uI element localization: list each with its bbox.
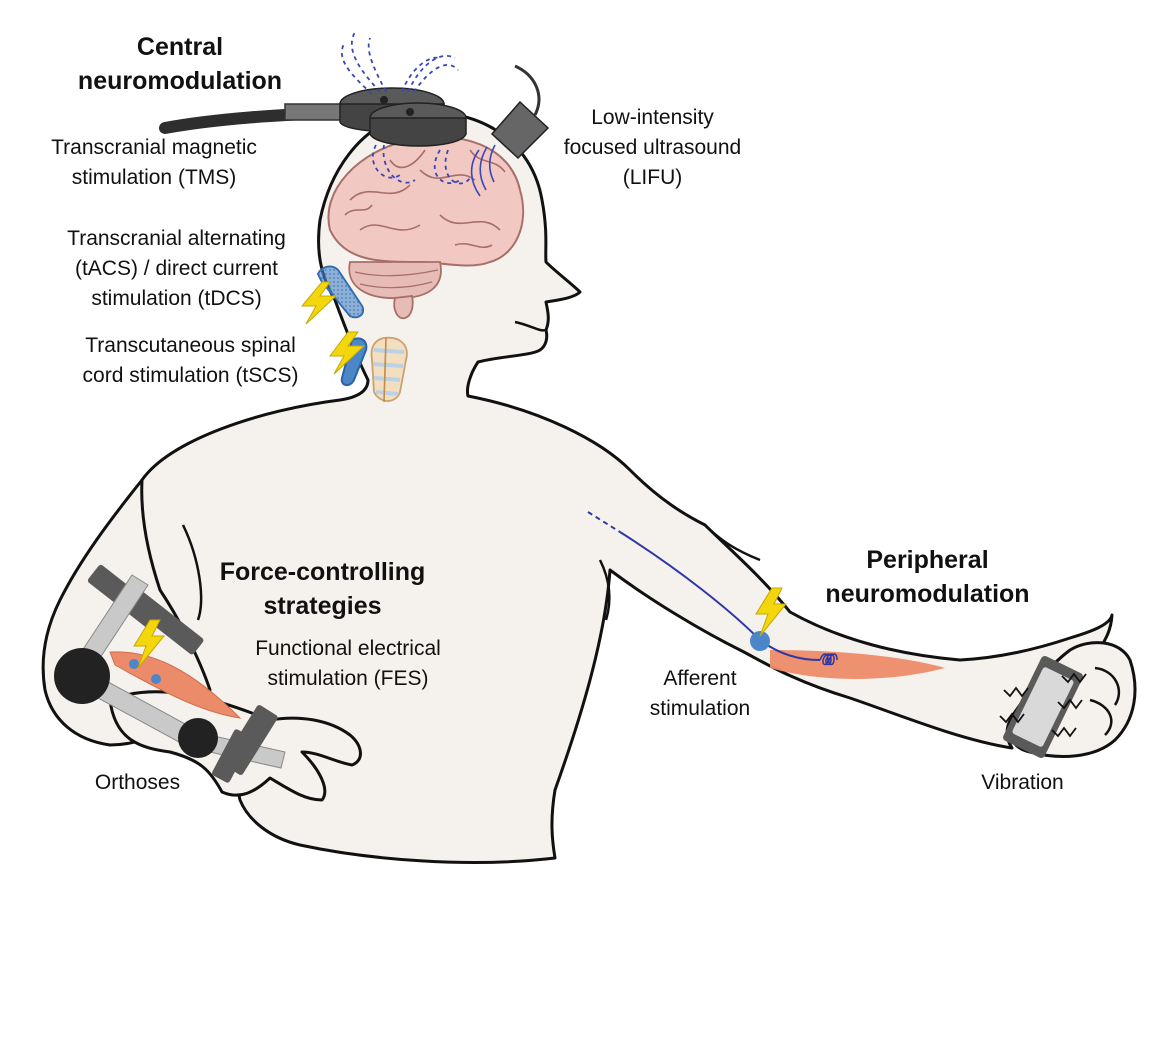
label-line: cord stimulation (tSCS): [82, 364, 299, 387]
heading-line: strategies: [263, 592, 382, 620]
spine: [370, 336, 408, 403]
label-line: stimulation (FES): [267, 667, 429, 690]
label-line: focused ultrasound: [563, 136, 742, 159]
label-orthoses: Orthoses: [70, 768, 205, 798]
label-lifu: Low-intensity focused ultrasound (LIFU): [540, 103, 765, 193]
heading-peripheral-neuromodulation: Peripheral neuromodulation: [800, 543, 1055, 611]
label-line: (tACS) / direct current: [74, 257, 279, 280]
label-tms: Transcranial magnetic stimulation (TMS): [25, 133, 283, 193]
label-line: stimulation (tDCS): [91, 287, 262, 310]
label-line: Transcranial alternating: [67, 227, 286, 250]
label-line: Afferent: [663, 667, 737, 690]
label-line: Functional electrical: [255, 637, 441, 660]
tms-coil: [159, 31, 471, 185]
heading-line: neuromodulation: [825, 580, 1030, 608]
tdcs-electrode: [300, 265, 364, 325]
vibration-device: [999, 656, 1087, 758]
label-line: Orthoses: [94, 771, 181, 794]
label-line: (LIFU): [622, 166, 683, 189]
tscs-electrode: [329, 331, 368, 386]
fes-muscle: [109, 619, 242, 719]
heading-line: neuromodulation: [77, 67, 283, 95]
label-line: Low-intensity: [591, 106, 714, 129]
label-tacs-tdcs: Transcranial alternating (tACS) / direct…: [40, 224, 313, 314]
afferent-nerve: [587, 511, 945, 679]
label-afferent-stimulation: Afferent stimulation: [625, 664, 775, 724]
label-line: stimulation: [649, 697, 751, 720]
label-line: stimulation (TMS): [71, 166, 237, 189]
orthosis: [54, 564, 286, 783]
label-line: Vibration: [981, 771, 1064, 794]
lifu-transducer: [470, 64, 550, 197]
label-fes: Functional electrical stimulation (FES): [228, 634, 468, 694]
label-line: Transcutaneous spinal: [85, 334, 296, 357]
label-vibration: Vibration: [960, 768, 1085, 798]
heading-force-controlling-strategies: Force-controlling strategies: [190, 555, 455, 623]
label-tscs: Transcutaneous spinal cord stimulation (…: [58, 331, 323, 391]
heading-central-neuromodulation: Central neuromodulation: [55, 30, 305, 98]
heading-line: Force-controlling: [219, 558, 426, 586]
heading-line: Central: [136, 33, 224, 61]
heading-line: Peripheral: [866, 546, 989, 574]
label-line: Transcranial magnetic: [51, 136, 257, 159]
